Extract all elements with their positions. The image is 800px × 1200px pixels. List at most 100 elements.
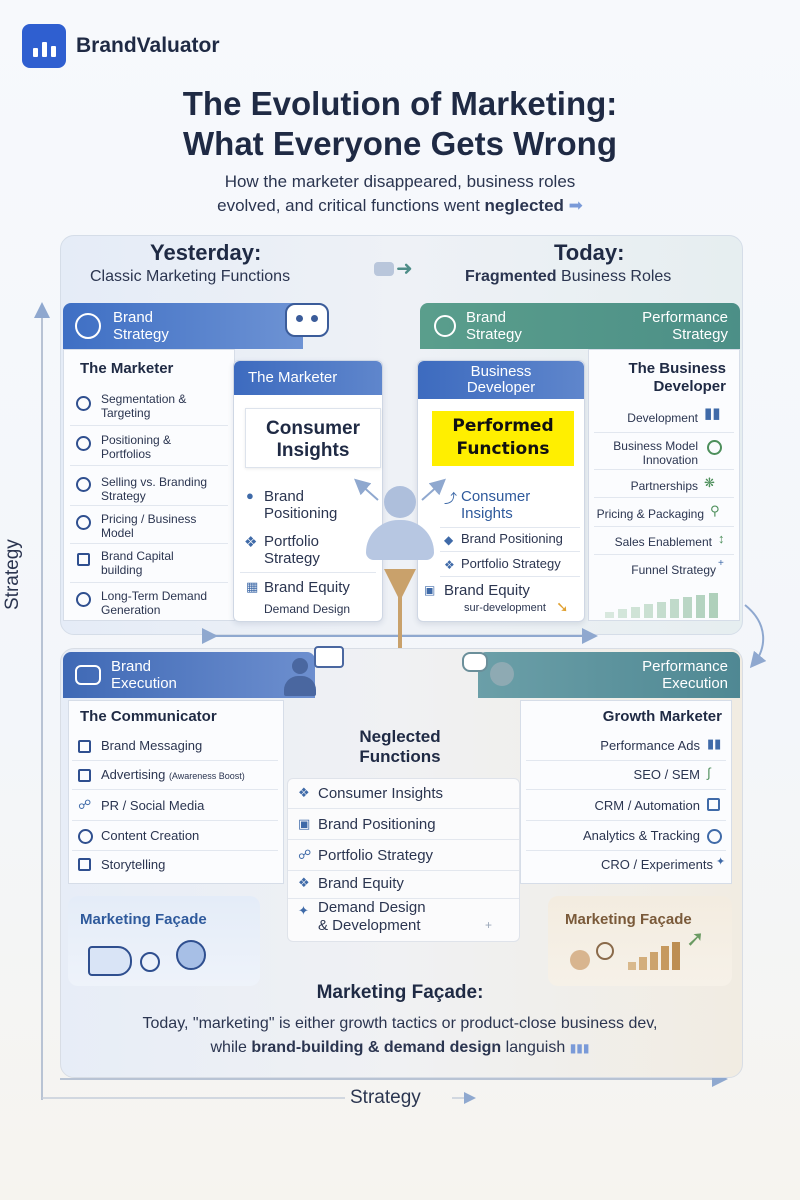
growth-item: CRO / Experiments [601,857,713,872]
page-title: The Evolution of Marketing: What Everyon… [182,85,618,162]
neglected-item: Portfolio Strategy [288,841,519,871]
automation-icon [707,798,720,811]
card-title-business-developer: The Business Developer [628,360,726,395]
position-icon: ▣ [298,816,311,831]
bizdev-card-title: Business Developer [418,361,584,399]
facade-left-label: Marketing Façade [80,911,207,928]
share-icon: ☍ [78,797,92,812]
today-item: Development [627,411,698,425]
magnifier-icon [596,942,614,960]
bar-chart-icon: ▮▮ [704,405,721,422]
lightbulb-gear-icon [707,440,722,455]
card-title-growth-marketer: Growth Marketer [602,708,722,725]
communicator-item: PR / Social Media [101,798,205,813]
person-icon: ● [246,488,254,503]
growth-item: CRM / Automation [594,798,701,813]
globe-icon [78,829,93,844]
page-subtitle: How the marketer disappeared, business r… [217,172,583,215]
arrow-icon: ⤴ [444,491,458,506]
bizdev-card-item: Brand Positioning [461,531,563,546]
mail-icon [78,858,91,871]
vertical-axis-label: Strategy [2,539,23,610]
layers-icon: ❖ [244,534,258,551]
plus-icon: + [485,918,493,932]
yesterday-item: Segmentation & Targeting [101,392,187,420]
communicator-item: Storytelling [101,857,166,872]
yesterday-item: Brand Capital building [101,549,174,577]
brand-name: BrandValuator [76,34,220,57]
trend-arrow-icon: ➚ [686,926,705,951]
target-icon [76,396,91,411]
analytics-icon [707,829,722,844]
chat-icon [462,652,488,672]
bizdev-card-item: Brand Equity [444,582,530,599]
presenter-icon [282,656,318,696]
speech-icon [314,646,344,668]
arrow-up-icon: ↕ [718,531,725,546]
facade-right-box [548,896,732,986]
today-strategy-band: Brand Strategy Performance Strategy [420,303,740,349]
bizdev-card-item: Consumer Insights [461,488,531,522]
today-item: Sales Enablement [614,535,712,549]
check-icon [76,436,91,451]
neglected-item: Brand Equity [288,869,519,899]
sparkle-icon: + [718,558,724,569]
money-icon: ▣ [424,583,436,597]
badge-icon [434,315,456,337]
marketer-card-item: Portfolio Strategy [264,533,320,567]
yesterday-item: Selling vs. Branding Strategy [101,475,208,503]
marketer-card-item: Brand Positioning [264,488,338,522]
magnifier-icon [140,952,160,972]
today-item: Funnel Strategy [631,563,716,577]
insight-icon: ❖ [298,785,310,800]
brand-execution-band: Brand Execution [63,652,315,698]
neglected-item: Brand Positioning [288,810,519,840]
today-item: Partnerships [630,479,698,493]
today-subheading: Fragmented Business Roles [465,268,672,285]
marketer-card-title: The Marketer [234,361,382,395]
today-heading: Today: [554,240,625,265]
neglected-item: Demand Design & Development [318,899,426,934]
marketer-functions-card [63,349,235,621]
robot-icon [285,303,329,337]
chart-icon: ▦ [246,579,259,594]
communicator-item: Advertising (Awareness Boost) [101,767,245,782]
chat-bubble-icon [75,665,101,685]
message-icon [78,740,91,753]
search-icon: ⚲ [710,503,720,518]
transition-icon [374,262,394,276]
globe-icon [76,592,91,607]
business-developer-functions-card: Business Developer [417,360,585,622]
business-developer-card [588,349,740,621]
performance-execution-band: Performance Execution [478,652,740,698]
cube-icon: ❖ [444,558,455,572]
marketer-card-item: Brand Equity [264,579,350,596]
portfolio-icon: ☍ [298,847,312,862]
neglected-item: Consumer Insights [288,779,519,809]
card-title-marketer: The Marketer [80,360,174,377]
growth-marketer-card [520,700,732,884]
lightbulb-icon [176,940,206,970]
sur-development-label: sur-development [464,602,546,614]
consumer-insights-box [245,408,381,468]
communicator-card [68,700,284,884]
equity-icon: ❖ [298,875,310,890]
demand-design-label: Demand Design [264,602,351,616]
today-item: Business Model Innovation [613,439,698,467]
growth-item: Analytics & Tracking [582,828,700,843]
facade-right-label: Marketing Façade [565,911,692,928]
yesterday-item: Long-Term Demand Generation [101,589,208,617]
growth-item: SEO / SEM [633,767,700,782]
yesterday-item: Positioning & Portfolios [101,433,172,461]
yesterday-item: Pricing / Business Model [101,512,197,540]
arrow-down-right-icon: ➘ [556,599,569,616]
consumer-insights-label: Consumer Insights [266,418,360,461]
bar-chart-icon: ▮▮ [707,736,722,751]
seo-icon: ∫ [707,765,711,780]
bizdev-card-item: Portfolio Strategy [461,556,561,571]
today-item: Pricing & Packaging [596,507,704,521]
demand-icon: ✦ [298,903,309,918]
person-avatar-icon [362,478,438,568]
brandvaluator-logo [22,24,66,68]
growth-item: Performance Ads [600,738,700,753]
